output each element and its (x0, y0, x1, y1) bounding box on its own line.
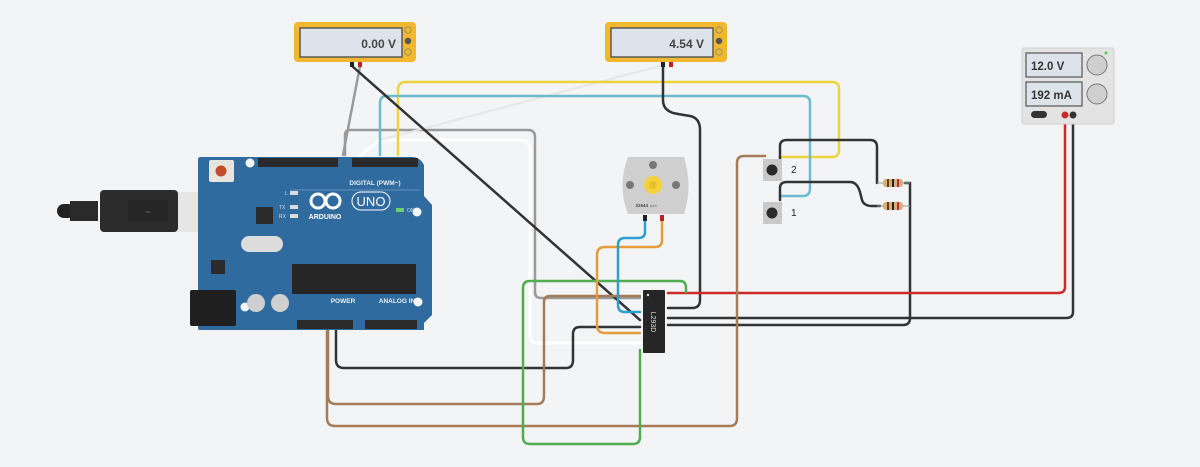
mode-ohm-button[interactable] (404, 48, 412, 56)
negative-terminal[interactable] (1069, 111, 1077, 119)
resistor-2[interactable] (877, 202, 910, 210)
wire-gray-loop[interactable] (343, 128, 642, 300)
digital-label: DIGITAL (PWM~) (349, 180, 400, 187)
mode-v-button[interactable] (404, 37, 412, 45)
regulator (211, 260, 225, 274)
multimeter-2[interactable]: 4.54 V (605, 22, 727, 67)
mode-a-button[interactable] (715, 26, 723, 34)
wire-brown-1[interactable] (326, 294, 642, 406)
wire-black-meter2[interactable] (661, 64, 702, 310)
wires (325, 64, 1075, 446)
on-label: ON (407, 208, 415, 214)
wire-cyan[interactable] (378, 94, 812, 198)
power-jack[interactable] (190, 290, 236, 326)
motor-terminal-black[interactable] (643, 215, 647, 221)
meter-reading: 4.54 V (669, 37, 704, 51)
wire-brown-2[interactable] (325, 154, 767, 428)
probe-red[interactable] (669, 62, 673, 67)
mode-ohm-button[interactable] (715, 48, 723, 56)
mode-a-button[interactable] (404, 26, 412, 34)
push-button-2[interactable]: 2 (763, 159, 797, 181)
push-button-1[interactable]: 1 (763, 202, 797, 224)
button-label: 1 (791, 208, 797, 219)
on-led (396, 208, 404, 212)
resistor-1[interactable] (877, 179, 910, 187)
led-tx (290, 205, 298, 209)
l293d-ic[interactable]: L293D (643, 290, 665, 353)
motor-rpm-unit: rpm (650, 203, 658, 208)
wire-white-diag[interactable] (379, 65, 661, 141)
arduino-model: UNO (357, 194, 386, 209)
meter-reading: 0.00 V (361, 37, 396, 51)
current-display: 192 mA (1031, 90, 1072, 102)
capacitor (247, 294, 265, 312)
probe-black[interactable] (350, 62, 354, 67)
motor-terminal-red[interactable] (660, 215, 664, 221)
probe-red[interactable] (358, 62, 362, 67)
wire-black-btn2[interactable] (778, 138, 879, 185)
wire-black-gnd[interactable] (334, 325, 642, 370)
wire-black-btn1[interactable] (778, 180, 882, 208)
current-knob[interactable] (1086, 83, 1108, 105)
wire-black-supply[interactable] (666, 116, 1075, 320)
power-supply[interactable]: 12.0 V 192 mA (1021, 47, 1115, 125)
wire-green[interactable] (521, 279, 688, 446)
mode-v-button[interactable] (715, 37, 723, 45)
usb-chip (256, 207, 273, 224)
led-l (290, 191, 298, 195)
wire-yellow[interactable] (396, 80, 841, 159)
led-rx-label: RX (279, 214, 287, 220)
voltage-knob[interactable] (1086, 54, 1108, 76)
multimeter-1[interactable]: 0.00 V (294, 22, 416, 67)
wire-black-resistors[interactable] (666, 181, 912, 327)
led-tx-label: TX (279, 205, 286, 211)
voltage-display: 12.0 V (1031, 61, 1065, 73)
probe-black[interactable] (661, 62, 665, 67)
analog-label: ANALOG IN (379, 298, 416, 305)
digital-header-2[interactable] (352, 158, 418, 167)
usb-icon: ⌁ (145, 207, 151, 218)
arduino-name: ARDUINO (309, 214, 342, 221)
wire-blue-motor[interactable] (616, 218, 647, 314)
power-switch[interactable] (1031, 111, 1047, 118)
wire-black-diag[interactable] (350, 64, 642, 322)
motor-rpm: 22544 (635, 203, 648, 208)
indicator-led (1104, 51, 1108, 55)
button-label: 2 (791, 165, 797, 176)
analog-header[interactable] (365, 320, 417, 329)
arduino-uno[interactable]: DIGITAL (PWM~) L TX RX ARDUINO UNO ON PO… (190, 157, 432, 330)
led-l-label: L (285, 191, 288, 197)
dc-motor[interactable]: 22544 rpm (622, 157, 689, 221)
positive-terminal[interactable] (1061, 111, 1069, 119)
power-header[interactable] (297, 320, 353, 329)
crystal (241, 236, 283, 252)
wire-white-loop[interactable] (353, 138, 642, 345)
power-label: POWER (331, 298, 356, 305)
digital-header-1[interactable] (258, 158, 338, 167)
wire-red-supply[interactable] (666, 116, 1067, 295)
wire-orange-motor[interactable] (595, 218, 664, 335)
arduino-logo: ARDUINO (309, 192, 342, 221)
led-rx (290, 214, 298, 218)
capacitor (271, 294, 289, 312)
ic-label: L293D (649, 312, 656, 333)
atmega-chip (292, 264, 416, 294)
